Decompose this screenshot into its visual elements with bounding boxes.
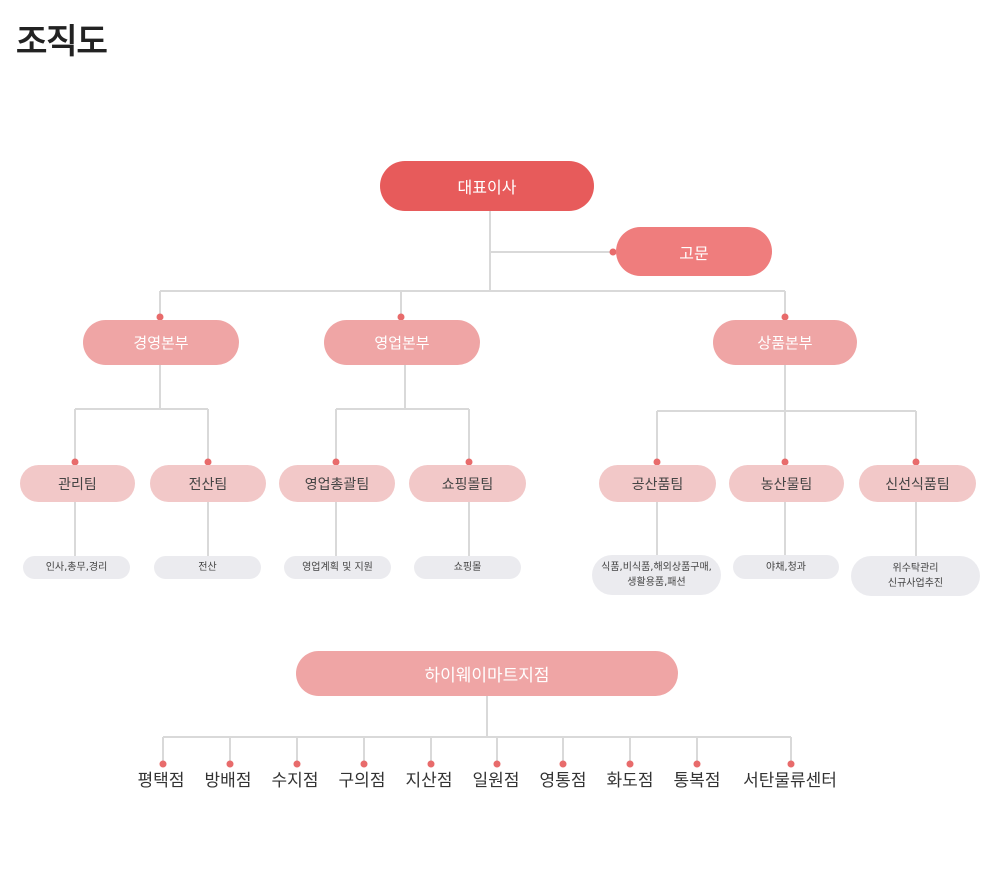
desc-text: 야채,청과	[766, 561, 806, 573]
node-team-sales-general[interactable]: 영업총괄팀	[279, 465, 395, 502]
desc-sales-general: 영업계획 및 지원	[284, 556, 391, 579]
branch-yeongtong[interactable]: 영통점	[539, 771, 587, 791]
connector-dot	[360, 760, 368, 768]
node-ceo[interactable]: 대표이사	[380, 161, 594, 211]
desc-text: 위수탁관리	[892, 563, 939, 574]
connector-dot	[626, 760, 634, 768]
connector-dot	[71, 458, 79, 466]
connector-dot	[465, 458, 473, 466]
page-title: 조직도	[16, 22, 108, 62]
desc-text: 영업계획 및 지원	[302, 562, 373, 573]
node-team-fresh-food[interactable]: 신선식품팀	[859, 465, 976, 502]
node-team-shopping-mall[interactable]: 쇼핑몰팀	[409, 465, 526, 502]
desc-text: 신규사업추진	[887, 578, 944, 589]
desc-admin: 인사,총무,경리	[23, 556, 130, 579]
node-division-management[interactable]: 경영본부	[83, 320, 239, 365]
branch-suji[interactable]: 수지점	[271, 771, 319, 791]
desc-it: 전산	[154, 556, 261, 579]
connector-dot	[609, 248, 617, 256]
connector-dot	[493, 760, 501, 768]
connector-dot	[781, 313, 789, 321]
branch-jisan[interactable]: 지산점	[405, 771, 453, 791]
desc-text: 인사,총무,경리	[45, 562, 108, 573]
connector-dot	[293, 760, 301, 768]
desc-agricultural: 야채,청과	[733, 555, 839, 579]
desc-text: 식품,비식품,해외상품구매,	[601, 562, 712, 573]
node-team-industrial-goods[interactable]: 공산품팀	[599, 465, 716, 502]
node-branch-group[interactable]: 하이웨이마트지점	[296, 651, 678, 696]
node-advisor[interactable]: 고문	[616, 227, 772, 276]
node-division-merchandise[interactable]: 상품본부	[713, 320, 857, 365]
desc-text: 전산	[198, 562, 217, 573]
desc-industrial-goods: 식품,비식품,해외상품구매, 생활용품,패션	[592, 555, 721, 595]
desc-text: 생활용품,패션	[627, 577, 686, 588]
connector-dot	[653, 458, 661, 466]
connector-dot	[159, 760, 167, 768]
node-team-it[interactable]: 전산팀	[150, 465, 266, 502]
branch-irwon[interactable]: 일원점	[472, 771, 520, 791]
desc-fresh-food: 위수탁관리 신규사업추진	[851, 556, 980, 596]
branch-bangbae[interactable]: 방배점	[204, 771, 252, 791]
connector-dot	[693, 760, 701, 768]
connector-dot	[156, 313, 164, 321]
connector-dot	[787, 760, 795, 768]
connector-dot	[204, 458, 212, 466]
node-division-sales[interactable]: 영업본부	[324, 320, 480, 365]
connector-dot	[427, 760, 435, 768]
connector-dot	[559, 760, 567, 768]
branch-seotan-logistics[interactable]: 서탄물류센터	[743, 771, 837, 791]
node-team-agricultural[interactable]: 농산물팀	[729, 465, 844, 502]
connector-dot	[226, 760, 234, 768]
branch-hwado[interactable]: 화도점	[606, 771, 654, 791]
branch-tongbok[interactable]: 통복점	[673, 771, 721, 791]
connector-dot	[397, 313, 405, 321]
node-team-admin[interactable]: 관리팀	[20, 465, 135, 502]
branch-guui[interactable]: 구의점	[338, 771, 386, 791]
branch-pyeongtaek[interactable]: 평택점	[137, 771, 185, 791]
connector-dot	[912, 458, 920, 466]
connector-dot	[781, 458, 789, 466]
connector-dot	[332, 458, 340, 466]
desc-shopping-mall: 쇼핑몰	[414, 556, 521, 579]
desc-text: 쇼핑몰	[453, 562, 482, 573]
